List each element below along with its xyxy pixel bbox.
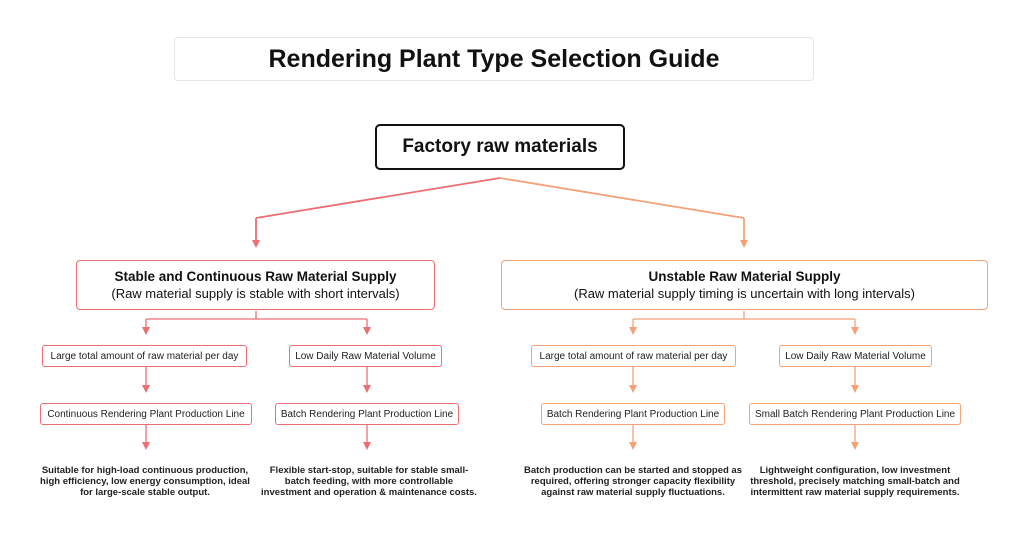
- plant-node: Continuous Rendering Plant Production Li…: [40, 403, 252, 425]
- plant-node: Batch Rendering Plant Production Line: [275, 403, 459, 425]
- left-branch-split: [142, 311, 371, 450]
- plant-node: Batch Rendering Plant Production Line: [541, 403, 725, 425]
- plant-node: Small Batch Rendering Plant Production L…: [749, 403, 961, 425]
- root-to-left-connector: [252, 177, 501, 248]
- branch-unstable-supply: Unstable Raw Material Supply (Raw materi…: [501, 260, 988, 310]
- page-title: Rendering Plant Type Selection Guide: [174, 37, 814, 81]
- branch-title: Stable and Continuous Raw Material Suppl…: [114, 269, 397, 284]
- branch-subtitle: (Raw material supply timing is uncertain…: [573, 286, 916, 301]
- right-branch-split: [629, 311, 859, 450]
- branch-stable-supply: Stable and Continuous Raw Material Suppl…: [76, 260, 435, 310]
- root-to-right-connector: [499, 177, 748, 248]
- plant-description: Flexible start-stop, suitable for stable…: [261, 465, 477, 498]
- condition-node: Large total amount of raw material per d…: [531, 345, 736, 367]
- plant-description: Lightweight configuration, low investmen…: [750, 465, 960, 498]
- root-node: Factory raw materials: [375, 124, 625, 170]
- plant-description: Suitable for high-load continuous produc…: [40, 465, 250, 498]
- branch-title: Unstable Raw Material Supply: [648, 269, 841, 284]
- condition-node: Low Daily Raw Material Volume: [289, 345, 442, 367]
- condition-node: Low Daily Raw Material Volume: [779, 345, 932, 367]
- branch-subtitle: (Raw material supply is stable with shor…: [111, 286, 400, 301]
- plant-description: Batch production can be started and stop…: [524, 465, 743, 498]
- condition-node: Large total amount of raw material per d…: [42, 345, 247, 367]
